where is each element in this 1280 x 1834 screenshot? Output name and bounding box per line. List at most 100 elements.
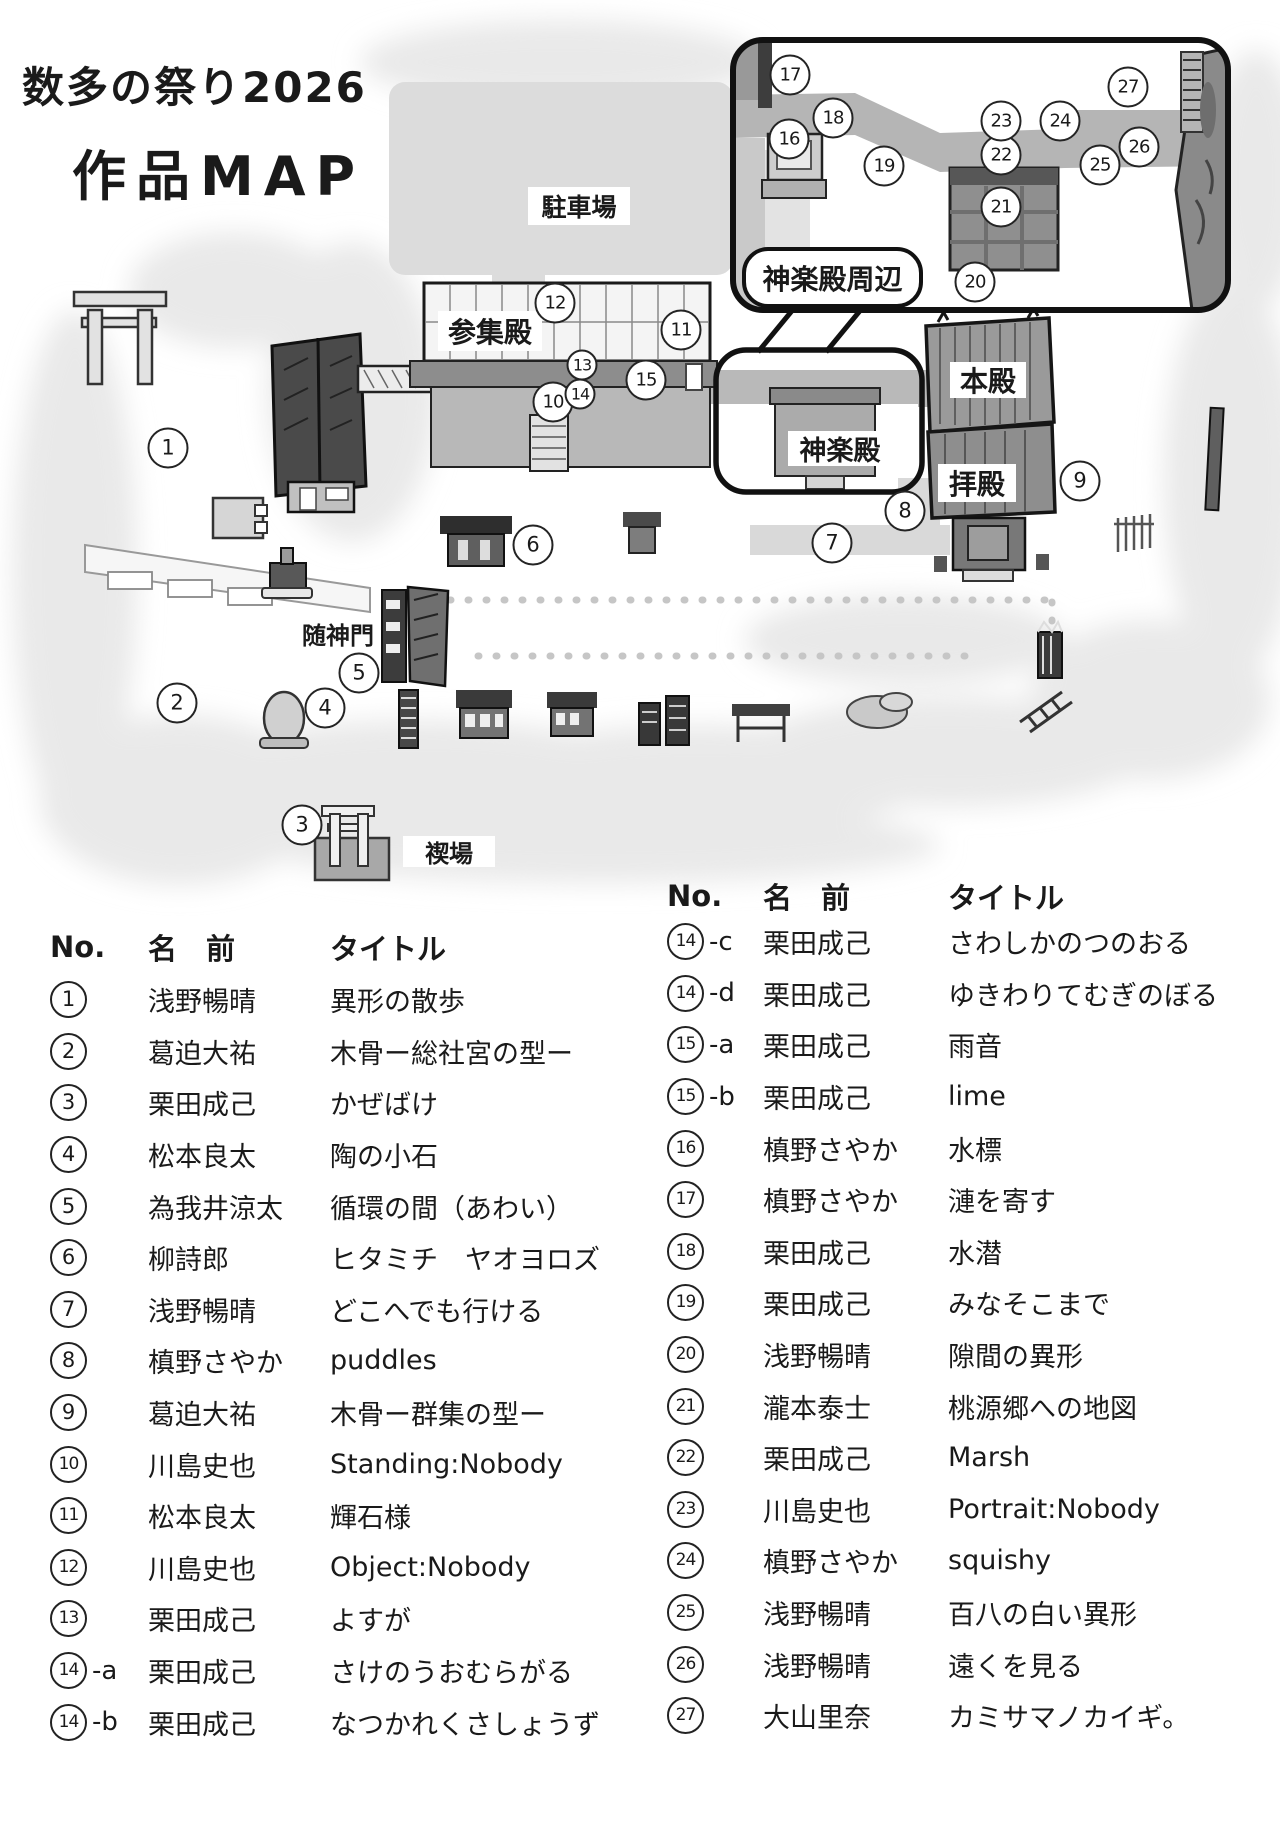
- artist-name: 葛迫大祐: [148, 1038, 256, 1070]
- artist-name: 栗田成己: [763, 1238, 871, 1270]
- row-number-badge: 26: [667, 1645, 704, 1683]
- artist-name: 槙野さやか: [763, 1548, 898, 1580]
- komainu-icon: [934, 556, 947, 572]
- artwork-title: 百八の白い異形: [948, 1600, 1137, 1632]
- row-number: 10: [50, 1445, 148, 1483]
- row-number-badge: 7: [50, 1290, 87, 1328]
- mini-shrine: [440, 516, 512, 567]
- row-number: 22: [667, 1439, 763, 1477]
- legend-row: 8 槙野さやか puddles: [50, 1335, 625, 1387]
- artwork-title: どこへでも行ける: [330, 1296, 544, 1328]
- header-no: No.: [50, 930, 106, 964]
- artist-name: 川島史也: [763, 1496, 871, 1528]
- row-number: 17: [667, 1181, 763, 1219]
- row-number: 3: [50, 1084, 148, 1122]
- artwork-title: 漣を寄す: [948, 1187, 1056, 1219]
- legend-row: 24 槙野さやか squishy: [667, 1535, 1267, 1587]
- artwork-title: ヒタミチ ヤオヨロズ: [330, 1245, 600, 1277]
- row-number: 8: [50, 1342, 148, 1380]
- row-number-badge: 9: [50, 1394, 87, 1432]
- artwork-title: 異形の散歩: [330, 987, 465, 1019]
- row-number-badge: 15: [667, 1026, 704, 1064]
- map-marker-11: 11: [660, 309, 702, 351]
- row-number-badge: 14: [50, 1703, 87, 1741]
- map-marker-4: 4: [304, 687, 346, 729]
- artwork-title: なつかれくさしょうず: [330, 1709, 600, 1741]
- row-number-badge: 6: [50, 1239, 87, 1277]
- artwork-title: squishy: [948, 1545, 1051, 1577]
- map-marker-19: 19: [863, 145, 905, 187]
- artwork-title: 木骨ー総社宮の型ー: [330, 1038, 573, 1070]
- row-number: 6: [50, 1239, 148, 1277]
- row-number-badge: 3: [50, 1084, 87, 1122]
- row-number: 2: [50, 1032, 148, 1070]
- row-number: 14-d: [667, 974, 763, 1012]
- row-number-badge: 1: [50, 981, 87, 1019]
- label-misogiba: 禊場: [403, 836, 495, 868]
- row-number-suffix: -c: [709, 926, 733, 957]
- map-marker-20: 20: [954, 261, 996, 303]
- callout-pointer: [756, 299, 870, 354]
- map-marker-1: 1: [147, 427, 189, 469]
- artwork-title: 陶の小石: [330, 1142, 438, 1174]
- artist-name: 川島史也: [148, 1451, 256, 1483]
- row-number-badge: 23: [667, 1490, 704, 1528]
- artwork-title: Marsh: [948, 1442, 1031, 1474]
- map-marker-25: 25: [1079, 144, 1121, 186]
- map-marker-26: 26: [1118, 126, 1160, 168]
- artwork-title: Object:Nobody: [330, 1551, 531, 1583]
- map-marker-16: 16: [768, 118, 810, 160]
- artist-name: 大山里奈: [763, 1703, 871, 1735]
- artist-name: 槙野さやか: [763, 1187, 898, 1219]
- legend-header: No. 名 前 タイトル: [50, 921, 625, 973]
- approach-path: [700, 370, 930, 404]
- artist-name: 槙野さやか: [148, 1348, 283, 1380]
- row-number-badge: 21: [667, 1387, 704, 1425]
- row-number: 25: [667, 1594, 763, 1632]
- stone-monument: [259, 690, 309, 749]
- row-number-badge: 4: [50, 1136, 87, 1174]
- map-marker-5: 5: [338, 652, 380, 694]
- artist-name: 栗田成己: [763, 929, 871, 961]
- stump-icon: [1037, 619, 1063, 674]
- label-haiden: 拝殿: [938, 464, 1016, 502]
- artist-name: 為我井涼太: [148, 1193, 283, 1225]
- artist-name: 栗田成己: [763, 1084, 871, 1116]
- artist-name: 瀧本泰士: [763, 1393, 871, 1425]
- row-number: 20: [667, 1336, 763, 1374]
- label-kaguraden-area-callout: 神楽殿周辺: [742, 247, 923, 308]
- artwork-title: みなそこまで: [948, 1290, 1110, 1322]
- artist-name: 栗田成己: [148, 1658, 256, 1690]
- row-number-badge: 8: [50, 1342, 87, 1380]
- row-number-suffix: -b: [92, 1707, 118, 1738]
- row-number-badge: 24: [667, 1542, 704, 1580]
- row-number-suffix: -a: [709, 1029, 735, 1060]
- row-number-badge: 14: [667, 974, 704, 1012]
- artwork-title: puddles: [330, 1345, 437, 1377]
- row-number: 24: [667, 1542, 763, 1580]
- row-number: 14-a: [50, 1652, 148, 1690]
- label-honden: 本殿: [950, 362, 1026, 398]
- artwork-title: かぜばけ: [330, 1090, 438, 1122]
- map-marker-12: 12: [534, 282, 576, 324]
- small-altar: [261, 547, 313, 599]
- row-number-suffix: -d: [709, 978, 735, 1009]
- map-marker-14: 14: [564, 378, 596, 410]
- row-number: 26: [667, 1645, 763, 1683]
- row-number-badge: 25: [667, 1594, 704, 1632]
